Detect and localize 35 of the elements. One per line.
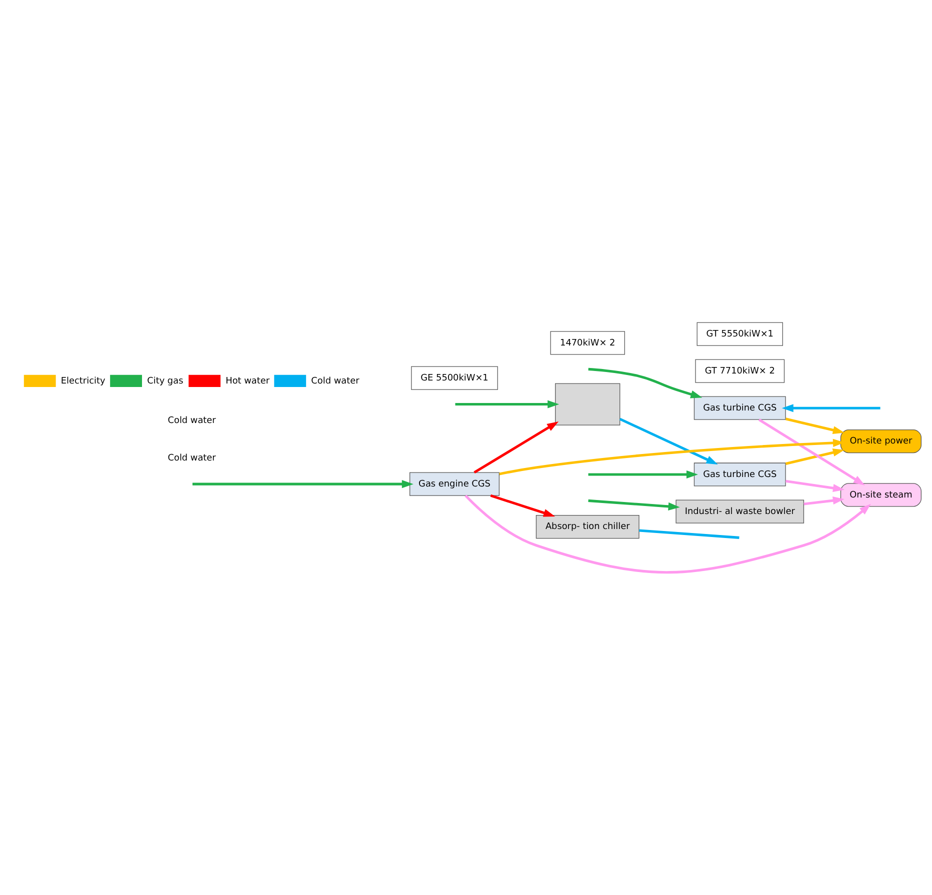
arrow — [455, 400, 560, 408]
legend-label: Cold water — [311, 376, 360, 386]
arrow — [464, 494, 871, 574]
legend-label: Hot water — [226, 376, 270, 386]
legend-label: Electricity — [60, 376, 106, 386]
arrow — [490, 494, 556, 517]
legend-label: City gas — [147, 376, 184, 386]
arrow — [758, 418, 865, 486]
node-box: On-site power — [840, 429, 922, 454]
arrow — [474, 421, 559, 474]
node-box: Absorp- tion chiller — [536, 515, 640, 539]
connector — [639, 529, 740, 539]
node-box: Gas engine CGS — [410, 472, 500, 496]
label: Cold water — [168, 453, 216, 464]
label: Cold water — [168, 416, 216, 426]
node-box: On-site steam — [840, 483, 922, 507]
arrow — [804, 496, 844, 506]
node-box — [555, 383, 620, 426]
node-box: Gas turbine CGS — [694, 462, 786, 486]
arrow — [785, 418, 844, 434]
arrow — [782, 404, 880, 412]
arrow — [785, 448, 844, 465]
arrow — [588, 499, 680, 510]
node-box: GT 7710kiW× 2 — [695, 359, 785, 383]
node-box: Industri- al waste bowler — [676, 500, 804, 524]
arrow — [499, 438, 845, 476]
arrow — [588, 368, 702, 398]
arrow — [192, 480, 414, 488]
arrow — [619, 418, 718, 465]
node-box: Gas turbine CGS — [694, 396, 786, 420]
node-box: GT 5550kiW×1 — [696, 322, 783, 346]
node-box: 1470kiW× 2 — [550, 331, 625, 355]
node-box: GE 5500kiW×1 — [411, 366, 498, 390]
arrow — [588, 470, 698, 479]
arrow — [786, 480, 845, 492]
